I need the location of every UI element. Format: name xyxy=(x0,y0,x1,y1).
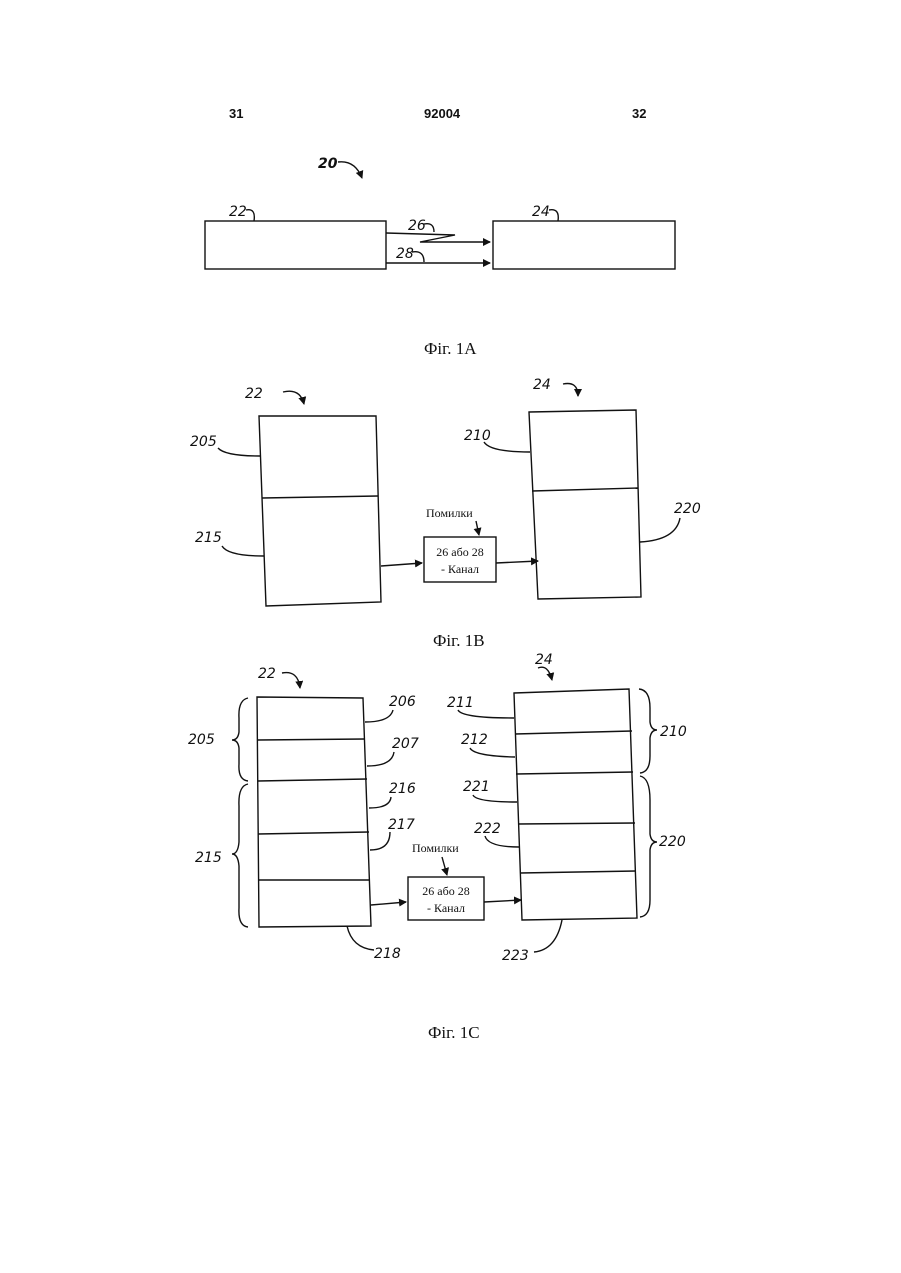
fig-1b-caption: Фіг. 1В xyxy=(433,631,485,650)
channel-to-rx-arrow xyxy=(484,900,521,902)
leader-tx-216 xyxy=(369,797,391,808)
leader-rx-222 xyxy=(485,836,519,847)
receiver-stack xyxy=(514,689,637,920)
label-tx-207: 207 xyxy=(392,736,419,752)
label-rx-223: 223 xyxy=(502,948,529,964)
label-rx-222: 222 xyxy=(474,821,501,837)
channel-box-line-2: - Канал xyxy=(441,562,479,576)
receiver-arrow xyxy=(563,384,578,397)
leader-tx-218 xyxy=(347,926,374,950)
rx-group-b-brace xyxy=(640,776,657,917)
label-receiver: 24 xyxy=(535,652,553,668)
label-transmitter: 22 xyxy=(258,666,276,682)
tx-group-a-brace xyxy=(232,698,248,781)
label-rx-221: 221 xyxy=(463,779,490,795)
channel-box-line-1: 26 або 28 xyxy=(436,545,483,559)
label-rx-group-a: 210 xyxy=(660,724,687,740)
fig-1a-caption: Фіг. 1А xyxy=(424,339,477,358)
label-receiver: 24 xyxy=(532,204,550,220)
receiver-box xyxy=(493,221,675,269)
errors-label: Помилки xyxy=(412,841,459,855)
channel-to-rx-arrow xyxy=(496,561,538,563)
label-tx-216: 216 xyxy=(389,781,416,797)
channel-box-line-1: 26 або 28 xyxy=(422,884,469,898)
rx-divider-3 xyxy=(518,823,635,824)
leader-tx-part-b xyxy=(222,546,264,556)
label-transmitter: 22 xyxy=(245,386,263,402)
leader-rx-211 xyxy=(458,710,514,718)
leader-tx-217 xyxy=(370,832,390,850)
label-receiver: 24 xyxy=(533,377,551,393)
leader-tx-part-a xyxy=(218,448,260,456)
leader-transmitter xyxy=(246,210,254,221)
errors-label: Помилки xyxy=(426,506,473,520)
receiver-arrow xyxy=(538,667,552,680)
label-rx-group-b: 220 xyxy=(659,834,686,850)
channel-26-path xyxy=(386,233,490,242)
label-tx-part-b: 215 xyxy=(195,530,222,546)
label-rx-212: 212 xyxy=(461,732,488,748)
tx-to-channel-arrow xyxy=(381,563,422,566)
channel-box-line-2: - Канал xyxy=(427,901,465,915)
transmitter-stack xyxy=(257,697,371,927)
transmitter-block xyxy=(259,416,381,606)
figure-1b: 22 24 205 215 210 220 Помилки 26 або 28 … xyxy=(190,377,701,650)
label-channel-a: 26 xyxy=(408,218,426,234)
tx-group-b-brace xyxy=(232,784,248,927)
label-transmitter: 22 xyxy=(229,204,247,220)
label-system: 20 xyxy=(318,156,338,172)
receiver-block xyxy=(529,410,641,599)
leader-tx-206 xyxy=(365,710,393,722)
system-arrow xyxy=(338,162,362,178)
label-tx-218: 218 xyxy=(374,946,401,962)
label-tx-part-a: 205 xyxy=(190,434,217,450)
errors-arrow xyxy=(442,857,447,875)
leader-rx-212 xyxy=(470,748,515,757)
label-rx-part-b: 220 xyxy=(674,501,701,517)
leader-rx-part-a xyxy=(484,442,530,452)
label-rx-part-a: 210 xyxy=(464,428,491,444)
transmitter-box xyxy=(205,221,386,269)
transmitter-arrow xyxy=(282,673,300,688)
leader-rx-223 xyxy=(534,920,562,952)
label-channel-b: 28 xyxy=(396,246,414,262)
leader-rx-221 xyxy=(473,795,517,802)
tx-divider-1 xyxy=(258,739,365,740)
transmitter-arrow xyxy=(283,391,304,404)
figure-1a: 20 22 24 26 28 Фіг. 1А xyxy=(205,156,675,358)
leader-rx-part-b xyxy=(640,518,680,542)
rx-group-a-brace xyxy=(639,689,657,773)
leader-tx-207 xyxy=(367,752,394,766)
label-tx-group-a: 205 xyxy=(188,732,215,748)
fig-1c-caption: Фіг. 1С xyxy=(428,1023,480,1042)
tx-to-channel-arrow xyxy=(371,902,406,905)
label-tx-217: 217 xyxy=(388,817,415,833)
label-tx-206: 206 xyxy=(389,694,416,710)
errors-arrow xyxy=(476,521,479,535)
leader-receiver xyxy=(549,210,558,221)
label-tx-group-b: 215 xyxy=(195,850,222,866)
figure-1c: 22 24 205 215 206 207 216 217 218 xyxy=(188,652,687,1042)
label-rx-211: 211 xyxy=(447,695,474,711)
